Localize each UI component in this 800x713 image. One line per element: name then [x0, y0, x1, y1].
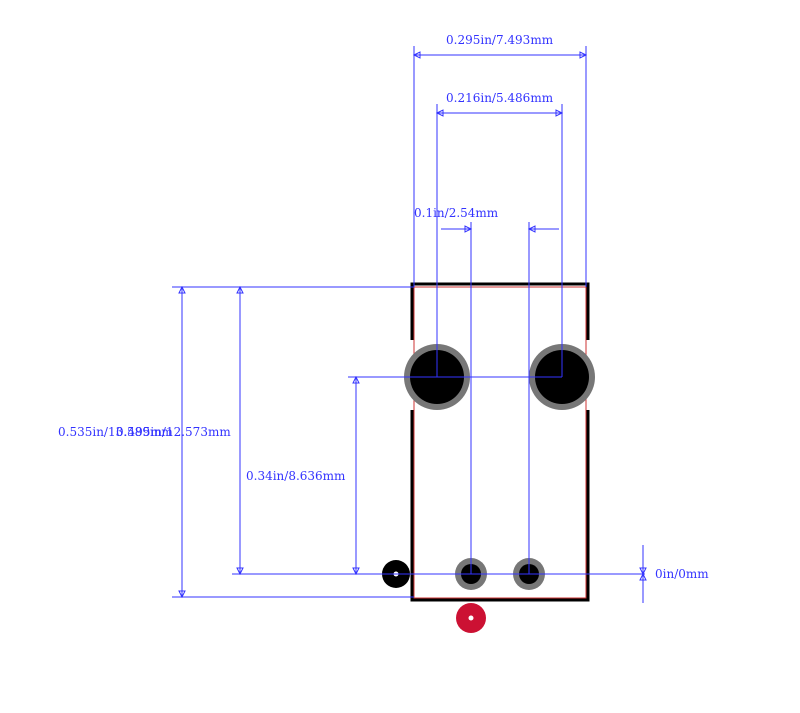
courtyard-outline [413, 286, 587, 599]
label-large-pad-pitch: 0.216in/5.486mm [446, 91, 554, 105]
label-overall-height: 0.535in/13.589mm [58, 425, 173, 439]
dimension-labels: 0.295in/7.493mm 0.216in/5.486mm 0.1in/2.… [58, 33, 709, 581]
component-body [406, 282, 594, 602]
label-height-overlap: 0.495in/12.573mm [116, 425, 231, 439]
label-small-pad-pitch: 0.1in/2.54mm [414, 206, 499, 220]
silkscreen-outline [410, 282, 590, 602]
label-overall-width: 0.295in/7.493mm [446, 33, 554, 47]
label-large-pad-offset: 0.34in/8.636mm [246, 469, 346, 483]
pin-1-marker-dot [468, 615, 474, 621]
label-origin-offset: 0in/0mm [655, 567, 709, 581]
dimension-lines [172, 46, 647, 603]
